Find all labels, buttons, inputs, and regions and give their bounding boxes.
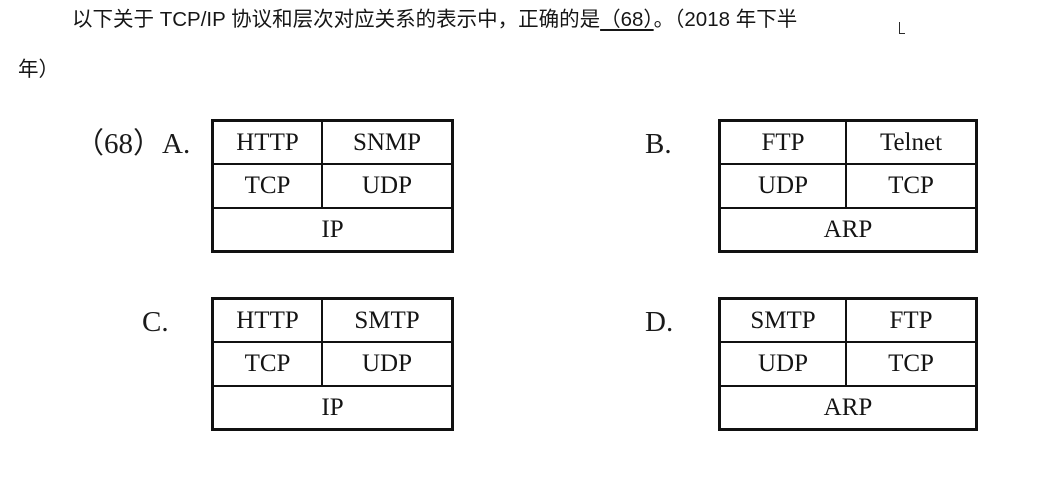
stack-cell: SMTP xyxy=(721,300,847,342)
stack-cell: ARP xyxy=(823,393,873,421)
stack-row: UDP TCP xyxy=(721,165,975,209)
stack-cell: IP xyxy=(321,393,344,421)
stack-cell: TCP xyxy=(888,350,934,378)
stack-cell: UDP xyxy=(361,172,412,200)
text-cursor-icon xyxy=(899,22,906,35)
stack-cell: FTP xyxy=(721,122,847,164)
stack-row: ARP xyxy=(721,209,975,250)
option-c-protocol-stack: HTTP SMTP TCP UDP IP xyxy=(211,297,454,431)
stack-cell: TCP xyxy=(888,172,934,200)
question-line-2: 年） xyxy=(18,58,59,81)
stack-row: FTP Telnet xyxy=(721,122,975,166)
option-c-label: C. xyxy=(142,306,169,338)
option-d-protocol-stack: SMTP FTP UDP TCP ARP xyxy=(718,297,978,431)
question-line-1: 以下关于 TCP/IP 协议和层次对应关系的表示中，正确的是（68）。（2018… xyxy=(72,8,798,31)
answer-blank[interactable]: （68） xyxy=(600,8,654,31)
question-text-before-blank: 以下关于 TCP/IP 协议和层次对应关系的表示中，正确的是 xyxy=(72,8,601,31)
stack-cell: UDP xyxy=(361,350,412,378)
stack-row: TCP UDP xyxy=(214,343,451,387)
stack-cell: Telnet xyxy=(879,129,943,157)
stack-cell: TCP xyxy=(214,165,323,207)
stack-cell: FTP xyxy=(889,307,933,335)
question-text-after-blank: 。（2018 年下半 xyxy=(653,8,798,31)
stack-cell: UDP xyxy=(721,165,847,207)
stack-cell: SMTP xyxy=(354,307,420,335)
stack-cell: HTTP xyxy=(214,122,323,164)
option-b-label: B. xyxy=(645,128,672,160)
option-b-protocol-stack: FTP Telnet UDP TCP ARP xyxy=(718,119,978,253)
stack-row: HTTP SMTP xyxy=(214,300,451,344)
stack-cell: IP xyxy=(321,215,344,243)
stack-row: UDP TCP xyxy=(721,343,975,387)
option-a-protocol-stack: HTTP SNMP TCP UDP IP xyxy=(211,119,454,253)
stack-row: HTTP SNMP xyxy=(214,122,451,166)
option-d-label: D. xyxy=(645,306,674,338)
stack-cell: HTTP xyxy=(214,300,323,342)
stack-cell: UDP xyxy=(721,343,847,385)
stack-cell: SNMP xyxy=(352,129,422,157)
stack-row: SMTP FTP xyxy=(721,300,975,344)
stack-row: TCP UDP xyxy=(214,165,451,209)
stack-cell: TCP xyxy=(214,343,323,385)
stack-row: ARP xyxy=(721,387,975,428)
option-a-label: （68）A. xyxy=(75,128,191,160)
stack-cell: ARP xyxy=(823,215,873,243)
stack-row: IP xyxy=(214,387,451,428)
stack-row: IP xyxy=(214,209,451,250)
